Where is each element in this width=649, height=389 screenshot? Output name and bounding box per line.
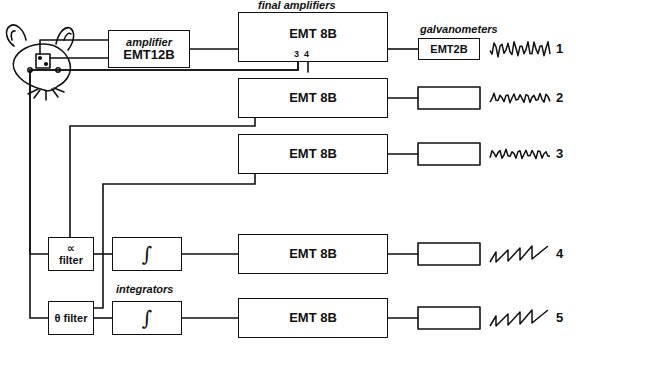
- galvanometer-wire: [388, 317, 418, 319]
- trace-number: 5: [556, 311, 563, 324]
- signal-wire: [182, 253, 238, 255]
- galvanometer-box: [418, 243, 480, 265]
- integrator-box: ∫: [112, 237, 182, 271]
- pin-number: 4: [304, 50, 309, 59]
- box-text: EMT 8B: [289, 311, 337, 325]
- electrode-wire: [50, 57, 108, 59]
- trace-number: 2: [556, 91, 563, 104]
- galvanometer-box: [418, 307, 480, 329]
- group-heading: galvanometers: [420, 24, 498, 35]
- rat-ear-inner: [64, 33, 71, 40]
- signal-wire: [388, 48, 418, 50]
- recorded-trace: [490, 310, 548, 326]
- box-text: θ filter: [55, 312, 88, 324]
- signal-wire: [190, 48, 238, 50]
- box-text: EMT12B: [123, 48, 174, 62]
- signal-wire: [94, 317, 112, 319]
- electrode: [39, 57, 42, 60]
- recorded-trace: [490, 246, 548, 262]
- signal-wire: [182, 317, 238, 319]
- box-text: EMT 8B: [289, 247, 337, 261]
- electrode: [45, 63, 48, 66]
- rat-whisker: [28, 88, 64, 100]
- rat-ear-inner: [11, 31, 15, 40]
- electrode-wire: [40, 40, 108, 54]
- rat-ear: [56, 28, 74, 50]
- box-text: EMT 8B: [289, 27, 337, 41]
- galvanometer-box: EMT2B: [418, 38, 480, 60]
- final-amplifier-box: EMT 8B: [238, 134, 388, 174]
- box-text: ∫: [142, 243, 152, 265]
- galvanometer-wire: [388, 153, 418, 155]
- electrode-block: [36, 54, 50, 68]
- filter-box: θ filter: [48, 301, 94, 335]
- recorded-trace: [490, 93, 550, 103]
- recorded-trace: [490, 149, 550, 158]
- final-amplifier-box: EMT 8B: [238, 234, 388, 274]
- filter-box: ∝ filter: [48, 237, 94, 271]
- signal-wire: [94, 253, 112, 255]
- box-text: EMT 8B: [289, 91, 337, 105]
- galvanometer-wire: [388, 97, 418, 99]
- box-heading: amplifier: [126, 36, 172, 48]
- integrator-box: ∫: [112, 301, 182, 335]
- rat-head: [13, 44, 70, 91]
- galvanometer-box: [418, 143, 480, 165]
- galvanometer-wire: [388, 253, 418, 255]
- amplifier-box: amplifierEMT12B: [108, 30, 190, 68]
- final-amplifier-box: EMT 8B: [238, 12, 388, 62]
- box-text: ∫: [142, 307, 152, 329]
- group-heading: integrators: [116, 284, 173, 295]
- final-amplifier-box: EMT 8B: [238, 78, 388, 118]
- trace-number: 4: [556, 247, 563, 260]
- recorded-trace: [490, 42, 550, 57]
- pin-wire: [307, 62, 309, 72]
- box-text: ∝ filter: [54, 242, 88, 266]
- trace-number: 1: [556, 42, 563, 55]
- pin-number: 3: [294, 50, 299, 59]
- signal-wire: [70, 118, 255, 237]
- rat-ear: [7, 25, 26, 46]
- signal-wire: [94, 174, 255, 308]
- trace-number: 3: [556, 147, 563, 160]
- box-text: EMT 8B: [289, 147, 337, 161]
- final-amplifier-box: EMT 8B: [238, 298, 388, 338]
- galvanometer-box: [418, 87, 480, 109]
- box-text: EMT2B: [430, 43, 467, 55]
- group-heading: final amplifiers: [258, 0, 336, 11]
